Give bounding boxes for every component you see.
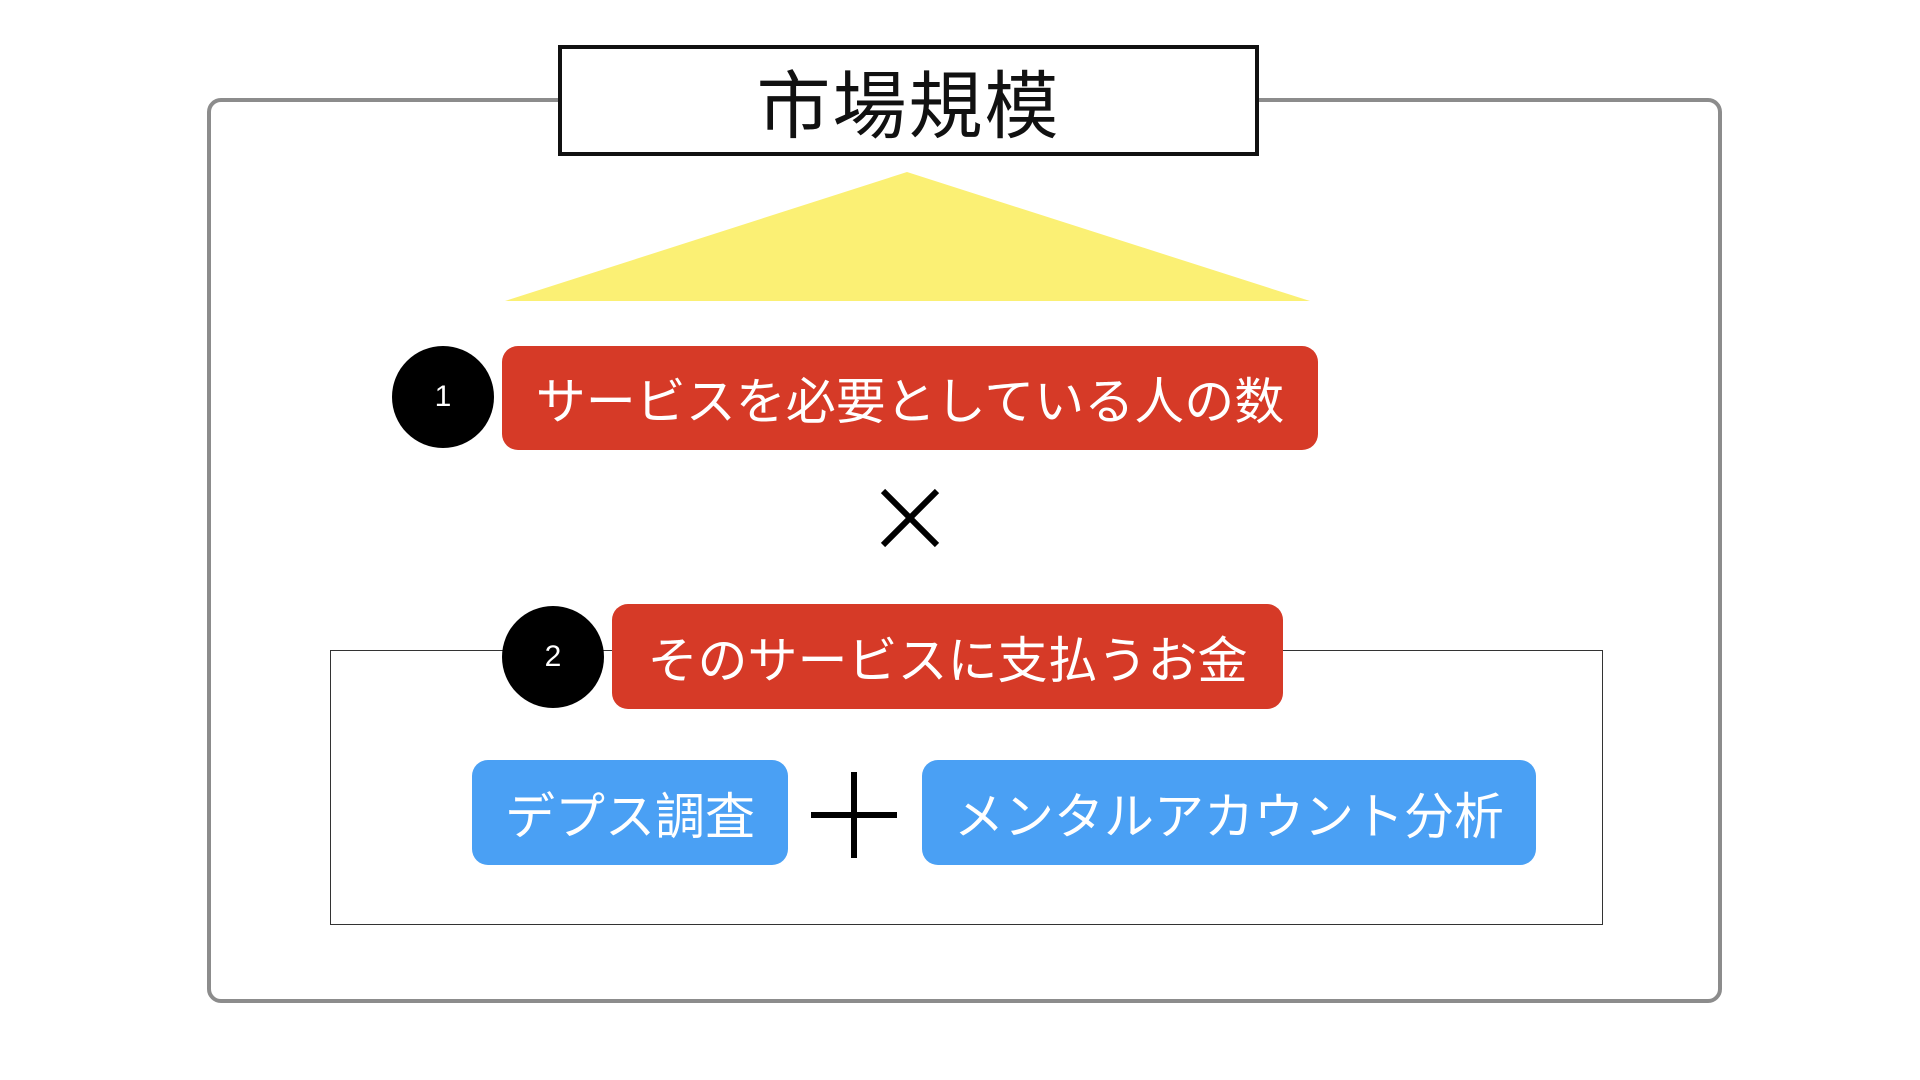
- multiply-sign: [870, 478, 950, 558]
- plus-sign: [807, 768, 901, 862]
- badge-factor-2: 2: [502, 606, 604, 708]
- factor-label: そのサービスに支払うお金: [647, 631, 1248, 690]
- plus-icon: [811, 772, 897, 858]
- method-label: メンタルアカウント分析: [954, 787, 1504, 846]
- method-label: デプス調査: [505, 787, 755, 846]
- factor-pill-payment: そのサービスに支払うお金: [612, 604, 1283, 709]
- badge-number: 1: [434, 380, 452, 413]
- multiply-icon: [880, 488, 940, 548]
- triangle-shape: [505, 172, 1310, 301]
- badge-number: 2: [544, 640, 562, 673]
- factor-pill-people-count: サービスを必要としている人の数: [502, 346, 1318, 450]
- badge-factor-1: 1: [392, 346, 494, 448]
- method-pill-depth-interview: デプス調査: [472, 760, 788, 865]
- market-size-title: 市場規模: [558, 45, 1259, 156]
- method-pill-mental-account: メンタルアカウント分析: [922, 760, 1536, 865]
- yellow-triangle: [505, 172, 1310, 301]
- factor-label: サービスを必要としている人の数: [535, 373, 1285, 431]
- title-text: 市場規模: [756, 64, 1061, 150]
